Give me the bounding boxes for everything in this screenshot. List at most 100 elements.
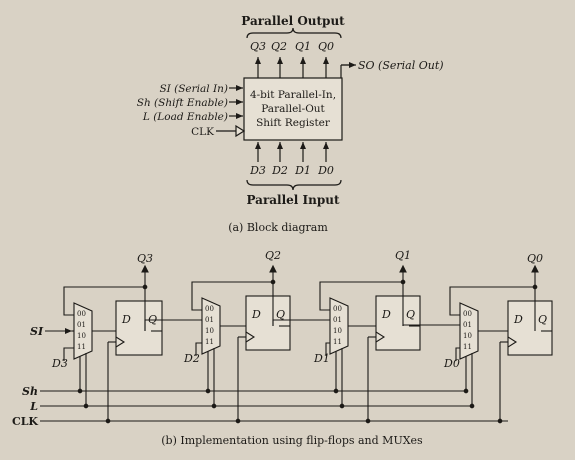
block-input-d1: D1 <box>294 164 311 177</box>
shift-chain-0-wire <box>144 319 202 331</box>
stage-1-feedback-wire <box>191 281 273 311</box>
block-diagram: Parallel Output Q3 Q2 Q1 Q0 SO (Serial O… <box>137 14 444 234</box>
flipflop-3-d: D <box>513 313 523 326</box>
impl-d2-label: D2 <box>183 352 200 365</box>
shift-register-box <box>243 77 343 141</box>
stage-0-feedback-dot <box>142 284 148 290</box>
mux-3-input-11: 11 <box>463 343 472 351</box>
mux-0-input-11: 11 <box>77 343 86 351</box>
impl-d2-wire <box>195 342 202 356</box>
box-line-1: 4-bit Parallel-In, <box>250 89 336 101</box>
clk-label: CLK <box>191 126 214 138</box>
mux-3-input-01: 01 <box>463 321 472 329</box>
impl-d1-wire <box>325 342 330 356</box>
flipflop-2-q: Q <box>406 308 415 321</box>
mux-2-input-01: 01 <box>333 316 342 324</box>
implementation-diagram: Q3 Q2 Q1 Q0 SI Sh L CLK (b) Implementati… <box>12 249 553 447</box>
input-brace <box>246 179 342 191</box>
flipflop-1-d: D <box>251 308 261 321</box>
flipflop-1-clk-dot <box>235 418 241 424</box>
stage-0-feedback-wire <box>63 286 145 316</box>
impl-q2-label: Q2 <box>265 249 281 262</box>
shift-chain-1-wire <box>272 319 330 326</box>
mux-0 <box>73 302 93 360</box>
impl-sh-label: Sh <box>22 385 38 398</box>
block-input-d0: D0 <box>317 164 334 177</box>
flipflop-1-q: Q <box>276 308 285 321</box>
impl-l-label: L <box>29 400 38 413</box>
impl-d1-label: D1 <box>313 352 330 365</box>
mux-1-input-10: 10 <box>205 327 214 335</box>
flipflop-3-clock-mark <box>507 336 518 348</box>
impl-d0-wire <box>455 347 460 361</box>
output-brace <box>246 27 342 39</box>
flipflop-0-d: D <box>121 313 131 326</box>
flipflop-1 <box>245 295 291 351</box>
parallel-input-title: Parallel Input <box>246 193 340 207</box>
clock-triangle <box>235 124 246 138</box>
mux-3-input-10: 10 <box>463 332 472 340</box>
impl-d0-label: D0 <box>443 357 460 370</box>
box-line-2: Parallel-Out <box>261 103 325 115</box>
mux-3-l-dot <box>469 403 475 409</box>
mux-1-sh-dot <box>205 388 211 394</box>
stage-3-q-arrow <box>531 264 539 273</box>
flipflop-3-q: Q <box>538 313 547 326</box>
flipflop-3-clk-dot <box>497 418 503 424</box>
flipflop-1-clock-mark <box>245 331 256 343</box>
impl-clk-label: CLK <box>12 415 38 428</box>
block-output-q0: Q0 <box>318 40 334 53</box>
mux-0-input-00: 00 <box>77 310 86 318</box>
block-input-d3: D3 <box>249 164 266 177</box>
mux-2-input-11: 11 <box>333 338 342 346</box>
stage-2-feedback-wire <box>319 281 403 311</box>
serial-out-label: SO (Serial Out) <box>358 59 444 72</box>
mux-1-input-11: 11 <box>205 338 214 346</box>
mux-0-input-01: 01 <box>77 321 86 329</box>
parallel-output-title: Parallel Output <box>241 14 345 28</box>
block-input-d2: D2 <box>271 164 288 177</box>
mux-2-sh-dot <box>333 388 339 394</box>
mux-1-input-01: 01 <box>205 316 214 324</box>
caption-a: (a) Block diagram <box>228 221 328 234</box>
mux-2 <box>329 297 349 355</box>
mux-0-sh-dot <box>77 388 83 394</box>
mux-1-input-00: 00 <box>205 305 214 313</box>
flipflop-2-clk-dot <box>365 418 371 424</box>
flipflop-2-d: D <box>381 308 391 321</box>
mux-2-input-10: 10 <box>333 327 342 335</box>
mux-3-input-00: 00 <box>463 310 472 318</box>
mux-3-sh-dot <box>463 388 469 394</box>
stage-0-q-arrow <box>141 264 149 273</box>
stage-3-feedback-wire <box>449 286 535 316</box>
flipflop-0-clk-dot <box>105 418 111 424</box>
mux-3 <box>459 302 479 360</box>
stage-1-feedback-dot <box>270 279 276 285</box>
stage-3-feedback-dot <box>532 284 538 290</box>
block-output-q2: Q2 <box>271 40 287 53</box>
flipflop-2-clock-mark <box>375 331 386 343</box>
impl-q3-label: Q3 <box>137 252 153 265</box>
flipflop-0-clock-mark <box>115 336 126 348</box>
serial-in-label: SI (Serial In) <box>159 83 228 95</box>
impl-q0-label: Q0 <box>527 252 543 265</box>
impl-d3-wire <box>63 347 74 361</box>
block-output-q1: Q1 <box>295 40 311 53</box>
mux-1 <box>201 297 221 355</box>
flipflop-0 <box>115 300 163 356</box>
mux-0-input-10: 10 <box>77 332 86 340</box>
stage-1-q-arrow <box>269 264 277 273</box>
impl-d3-label: D3 <box>51 357 68 370</box>
mux-2-input-00: 00 <box>333 305 342 313</box>
impl-q1-label: Q1 <box>395 249 411 262</box>
shift-chain-2-wire <box>402 324 460 326</box>
stage-2-feedback-dot <box>400 279 406 285</box>
mux-2-l-dot <box>339 403 345 409</box>
block-output-q3: Q3 <box>250 40 266 53</box>
load-enable-label: L (Load Enable) <box>142 111 228 123</box>
flipflop-2 <box>375 295 421 351</box>
caption-b: (b) Implementation using flip-flops and … <box>161 434 423 447</box>
shift-enable-label: Sh (Shift Enable) <box>137 97 228 109</box>
